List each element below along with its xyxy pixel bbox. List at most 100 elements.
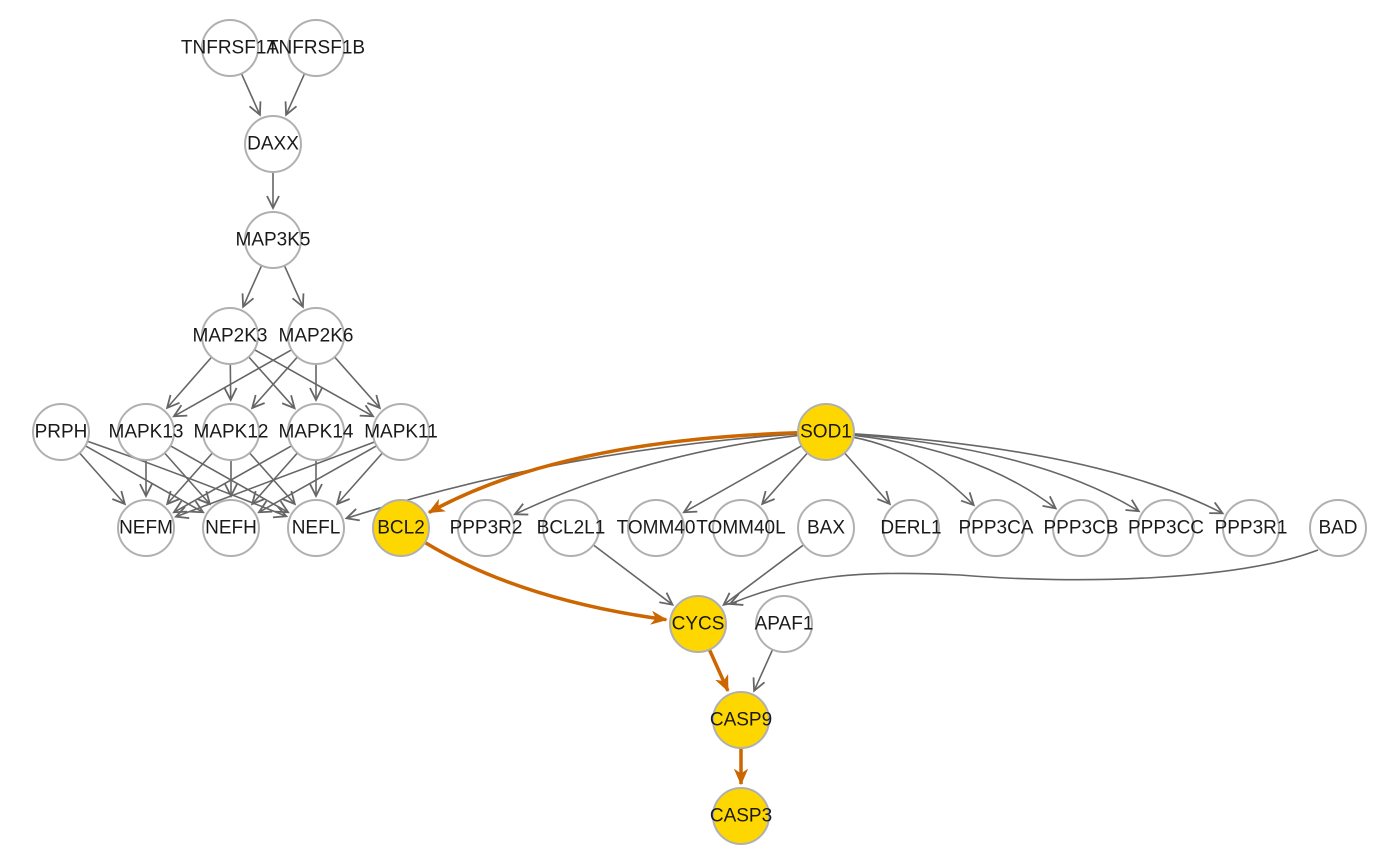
node-circle-bad[interactable] — [1309, 499, 1367, 557]
node-tnfrsf1b[interactable]: TNFRSF1B — [267, 19, 365, 77]
node-bcl2l1[interactable]: BCL2L1 — [537, 499, 606, 557]
node-label-bad: BAD — [1318, 518, 1357, 539]
node-circle-casp9[interactable] — [712, 691, 770, 749]
node-label-casp9: CASP9 — [710, 710, 772, 731]
node-label-nefm: NEFM — [119, 518, 173, 539]
node-cycs[interactable]: CYCS — [669, 595, 727, 653]
edge-sod1-to-bcl2 — [429, 431, 799, 515]
node-circle-cycs[interactable] — [669, 595, 727, 653]
node-mapk14[interactable]: MAPK14 — [279, 403, 354, 461]
node-label-ppp3r2: PPP3R2 — [450, 518, 523, 539]
node-label-cycs: CYCS — [672, 614, 725, 635]
node-mapk13[interactable]: MAPK13 — [109, 403, 184, 461]
node-mapk11[interactable]: MAPK11 — [364, 403, 438, 461]
node-circle-prph[interactable] — [32, 403, 90, 461]
node-circle-nefh[interactable] — [202, 499, 260, 557]
edge-mapk11-to-nefl — [337, 452, 383, 504]
node-circle-tnfrsf1b[interactable] — [287, 19, 345, 77]
node-map2k3[interactable]: MAP2K3 — [193, 307, 268, 365]
node-label-nefh: NEFH — [205, 518, 257, 539]
node-nefl[interactable]: NEFL — [287, 499, 345, 557]
node-circle-mapk12[interactable] — [202, 403, 260, 461]
edge-apaf1-to-casp9 — [754, 649, 774, 691]
node-map2k6[interactable]: MAP2K6 — [279, 307, 354, 365]
edge-bcl2l1-to-cycs — [592, 544, 672, 605]
node-daxx[interactable]: DAXX — [244, 115, 302, 173]
node-nefh[interactable]: NEFH — [202, 499, 260, 557]
node-circle-sod1[interactable] — [797, 403, 855, 461]
edge-sod1-to-ppp3ca — [853, 436, 974, 505]
edge-map2k3-to-mapk13 — [167, 356, 213, 408]
node-tomm40l[interactable]: TOMM40L — [696, 499, 786, 557]
node-label-mapk12: MAPK12 — [194, 422, 269, 443]
node-label-mapk13: MAPK13 — [109, 422, 184, 443]
node-ppp3cc[interactable]: PPP3CC — [1128, 499, 1204, 557]
node-casp9[interactable]: CASP9 — [710, 691, 772, 749]
node-circle-mapk11[interactable] — [372, 403, 430, 461]
node-ppp3r1[interactable]: PPP3R1 — [1215, 499, 1288, 557]
node-map3k5[interactable]: MAP3K5 — [236, 211, 311, 269]
node-circle-bcl2[interactable] — [372, 499, 430, 557]
node-ppp3ca[interactable]: PPP3CA — [959, 499, 1034, 557]
node-label-ppp3cc: PPP3CC — [1128, 518, 1204, 539]
node-circle-mapk14[interactable] — [287, 403, 345, 461]
node-circle-derl1[interactable] — [882, 499, 940, 557]
node-bcl2[interactable]: BCL2 — [372, 499, 430, 557]
node-circle-bax[interactable] — [797, 499, 855, 557]
node-label-casp3: CASP3 — [710, 806, 772, 827]
node-circle-apaf1[interactable] — [755, 595, 813, 653]
node-derl1[interactable]: DERL1 — [880, 499, 942, 557]
node-mapk12[interactable]: MAPK12 — [194, 403, 269, 461]
edge-sod1-to-ppp3r2 — [515, 434, 799, 514]
edge-prph-to-nefm — [79, 452, 125, 504]
node-circle-daxx[interactable] — [244, 115, 302, 173]
node-label-nefl: NEFL — [292, 518, 341, 539]
node-tomm40[interactable]: TOMM40 — [617, 499, 696, 557]
node-circle-tomm40[interactable] — [627, 499, 685, 557]
node-label-mapk11: MAPK11 — [364, 422, 438, 443]
node-ppp3r2[interactable]: PPP3R2 — [450, 499, 523, 557]
edge-map2k6-to-mapk13 — [174, 349, 292, 417]
node-circle-tnfrsf1a[interactable] — [201, 19, 259, 77]
edge-mapk14-to-nefm — [174, 445, 292, 513]
edge-sod1-to-ppp3r1 — [853, 433, 1223, 514]
node-circle-bcl2l1[interactable] — [542, 499, 600, 557]
node-tnfrsf1a[interactable]: TNFRSF1A — [181, 19, 280, 77]
node-sod1[interactable]: SOD1 — [797, 403, 855, 461]
node-label-apaf1: APAF1 — [755, 614, 814, 635]
node-nefm[interactable]: NEFM — [117, 499, 175, 557]
node-circle-map2k3[interactable] — [201, 307, 259, 365]
edge-mapk11-to-nefm — [176, 441, 376, 517]
node-circle-ppp3r2[interactable] — [457, 499, 515, 557]
edge-map3k5-to-map2k6 — [283, 265, 303, 307]
edge-mapk14-to-nefh — [252, 452, 298, 504]
node-prph[interactable]: PRPH — [32, 403, 90, 461]
node-circle-ppp3cb[interactable] — [1052, 499, 1110, 557]
node-circle-map2k6[interactable] — [287, 307, 345, 365]
node-circle-nefm[interactable] — [117, 499, 175, 557]
node-label-prph: PRPH — [35, 422, 88, 443]
node-casp3[interactable]: CASP3 — [710, 787, 772, 845]
node-circle-tomm40l[interactable] — [712, 499, 770, 557]
edge-tnfrsf1a-to-daxx — [240, 73, 260, 115]
node-circle-nefl[interactable] — [287, 499, 345, 557]
node-circle-ppp3r1[interactable] — [1222, 499, 1280, 557]
node-circle-casp3[interactable] — [712, 787, 770, 845]
edge-mapk12-to-nefm — [167, 452, 213, 504]
edge-map3k5-to-map2k3 — [243, 265, 263, 307]
node-ppp3cb[interactable]: PPP3CB — [1044, 499, 1119, 557]
node-bax[interactable]: BAX — [797, 499, 855, 557]
node-bad[interactable]: BAD — [1309, 499, 1367, 557]
node-circle-mapk13[interactable] — [117, 403, 175, 461]
node-label-map2k6: MAP2K6 — [279, 326, 354, 347]
node-circle-ppp3ca[interactable] — [967, 499, 1025, 557]
node-apaf1[interactable]: APAF1 — [755, 595, 814, 653]
node-circle-ppp3cc[interactable] — [1137, 499, 1195, 557]
node-label-map3k5: MAP3K5 — [236, 230, 311, 251]
node-circle-map3k5[interactable] — [244, 211, 302, 269]
edge-sod1-to-derl1 — [844, 452, 890, 504]
node-label-map2k3: MAP2K3 — [193, 326, 268, 347]
node-label-tnfrsf1a: TNFRSF1A — [181, 38, 280, 59]
